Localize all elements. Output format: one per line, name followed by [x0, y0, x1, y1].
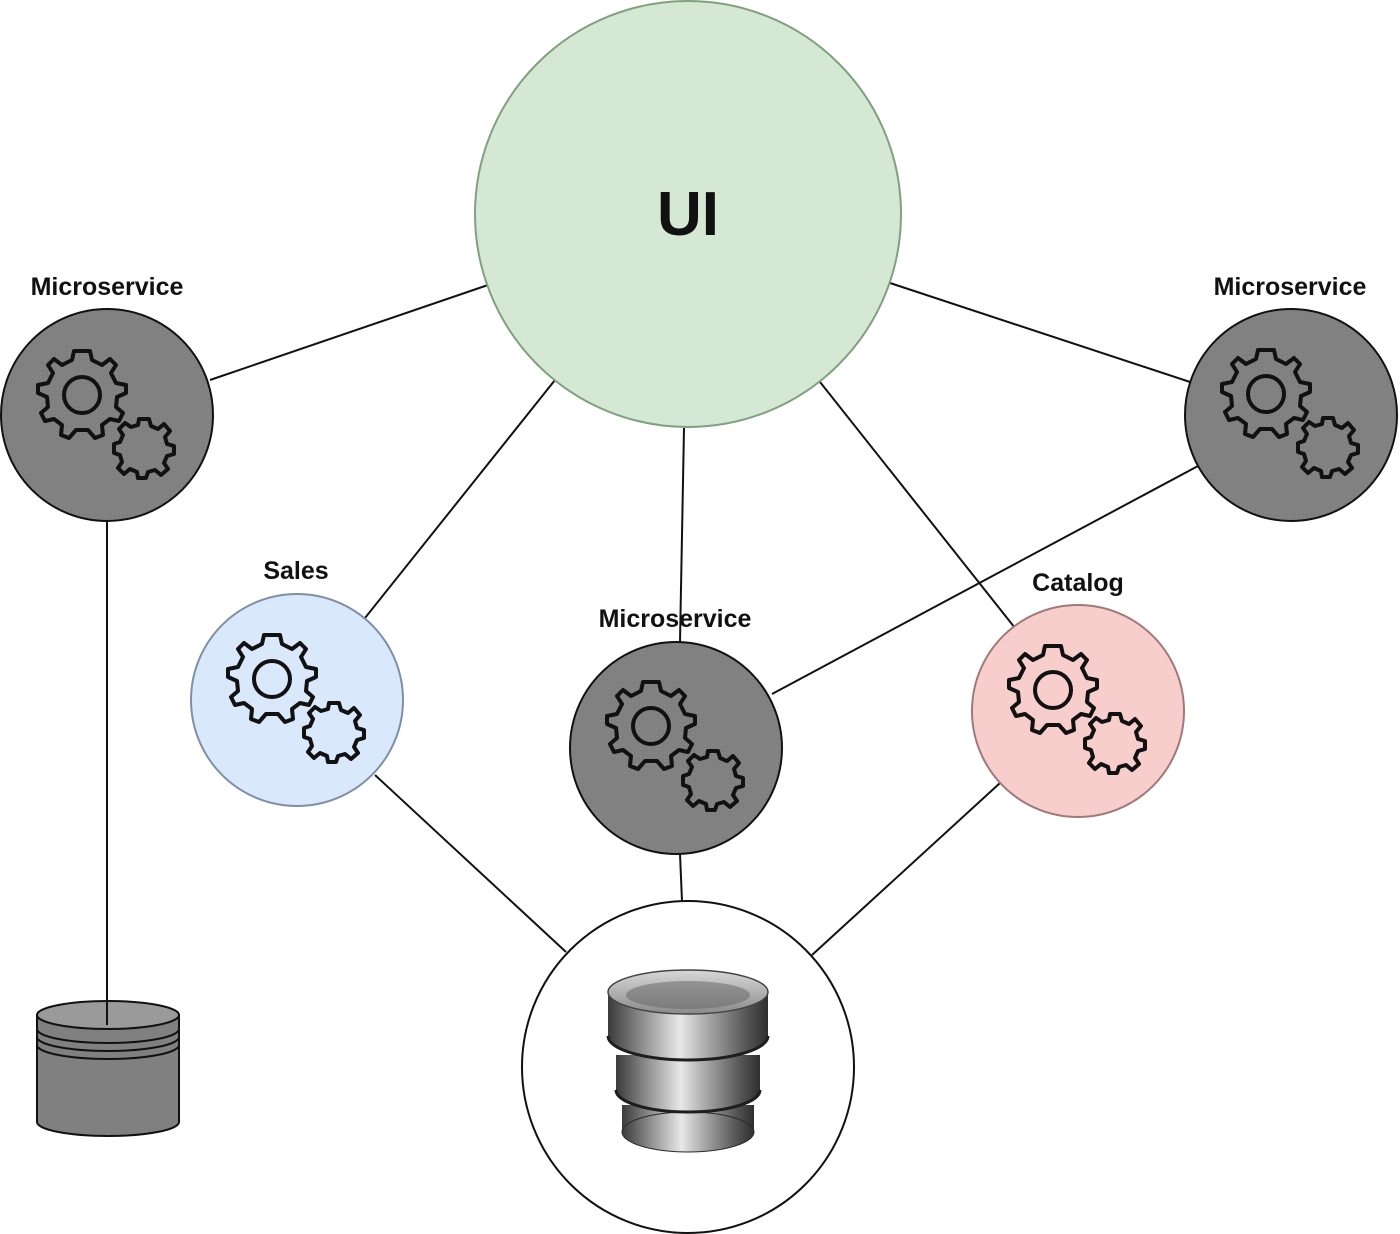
sales-label: Sales — [263, 557, 328, 585]
edge-ui-sales — [364, 379, 556, 619]
catalog-node[interactable]: Catalog — [971, 569, 1185, 818]
ui-node[interactable]: UI — [474, 0, 902, 428]
ui-node-label: UI — [657, 180, 719, 249]
database-icon — [606, 969, 770, 1153]
sales-node[interactable]: Sales — [190, 557, 404, 807]
edges — [106, 282, 1199, 1025]
microservice-center-node[interactable]: Microservice — [569, 605, 783, 855]
microservice-right-node[interactable]: Microservice — [1184, 273, 1398, 522]
edge-ms-right-ms-center — [771, 465, 1199, 695]
edge-sales-shared-db — [374, 774, 567, 953]
catalog-label: Catalog — [1032, 569, 1124, 597]
edge-catalog-shared-db — [811, 782, 1001, 956]
sales-circle — [190, 593, 404, 807]
ui-node-circle — [474, 0, 902, 428]
edge-ui-ms-left — [209, 284, 489, 381]
edge-ui-ms-right — [889, 282, 1191, 383]
microservice-left-label: Microservice — [31, 273, 184, 301]
microservice-right-label: Microservice — [1214, 273, 1367, 301]
catalog-circle — [971, 604, 1185, 818]
edge-ui-catalog — [819, 381, 1016, 629]
left-database-node[interactable] — [36, 1000, 180, 1137]
edge-ms-center-shared-db — [679, 853, 683, 902]
edge-ui-ms-center — [679, 427, 685, 643]
microservice-center-label: Microservice — [599, 605, 752, 633]
microservice-left-node[interactable]: Microservice — [0, 273, 214, 522]
shared-database-node[interactable] — [521, 900, 855, 1234]
